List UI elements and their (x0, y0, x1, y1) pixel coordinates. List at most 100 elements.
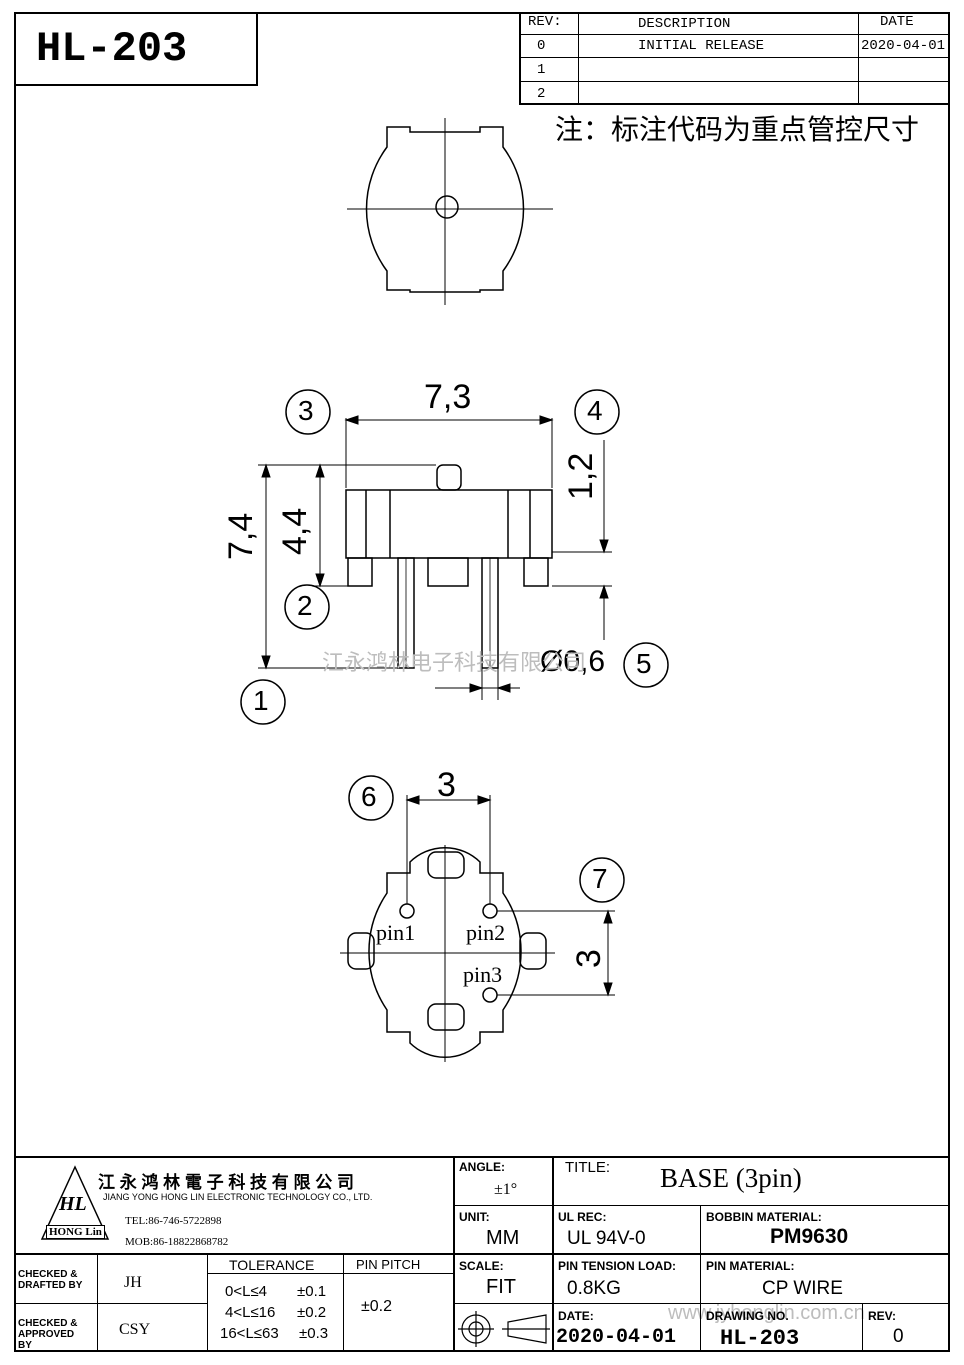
bottom-slot-bottom (427, 1003, 465, 1031)
callout-7-circle (579, 857, 625, 903)
dim-pitch-h: 3 (437, 766, 456, 804)
tolerance-value-2: ±0.3 (299, 1325, 329, 1342)
rev-row-0-description: INITIAL RELEASE (638, 38, 765, 54)
bobbin-label: BOBBIN MATERIAL: (706, 1210, 822, 1224)
drawing-no-value: HL-203 (720, 1326, 800, 1351)
tb-vline-c (700, 1206, 701, 1352)
pin2-hole (482, 903, 498, 919)
pin-material-label: PIN MATERIAL: (706, 1259, 795, 1273)
rev-row-2-rev: 2 (537, 86, 546, 102)
company-mob: MOB:86-18822868782 (125, 1236, 229, 1248)
title-label: TITLE: (565, 1159, 611, 1176)
top-view-outline (365, 126, 525, 293)
callout-4-circle (574, 389, 620, 435)
checked-approved-label: CHECKED & APPROVED BY (18, 1318, 78, 1351)
callout-7: 7 (592, 863, 608, 894)
rev-row-0-rev: 0 (537, 38, 546, 54)
rev-row-1-rev: 1 (537, 62, 546, 78)
title-value: BASE (3pin) (660, 1163, 802, 1193)
ul-value: UL 94V-0 (567, 1228, 646, 1249)
pitch-value: ±0.2 (361, 1298, 393, 1315)
bottom-slot-top (427, 851, 465, 879)
tb-hline-4 (14, 1303, 207, 1304)
unit-label: UNIT: (459, 1210, 490, 1224)
company-name-cn: 江 永 鸿 林 電 子 科 技 有 限 公 司 (98, 1173, 354, 1192)
part-number-title: HL-203 (36, 25, 188, 73)
rev-row-line-3 (519, 81, 950, 82)
tb-hline-3 (453, 1303, 950, 1304)
company-tel: TEL:86-746-5722898 (125, 1215, 222, 1227)
tolerance-value-0: ±0.1 (297, 1283, 327, 1300)
callout-5: 5 (636, 648, 652, 679)
tb-hline-2 (14, 1253, 950, 1255)
tolerance-range-0: 0<L≤4 (225, 1283, 268, 1300)
rev-row-line-2 (519, 57, 950, 58)
rev-label: REV: (868, 1309, 897, 1323)
angle-label: ANGLE: (459, 1160, 505, 1174)
rev-value: 0 (893, 1326, 904, 1347)
checked-drafted-label: CHECKED & DRAFTED BY (18, 1269, 83, 1291)
callout-2: 2 (297, 590, 313, 621)
ul-label: UL REC: (558, 1210, 607, 1224)
pin3-label: pin3 (463, 962, 503, 987)
logo-text: HONG Lin (46, 1225, 105, 1239)
tb-vline-g (343, 1254, 344, 1352)
company-name-en: JIANG YONG HONG LIN ELECTRONIC TECHNOLOG… (103, 1192, 373, 1202)
rev-row-line-1 (519, 34, 950, 35)
part-number-box (14, 12, 258, 86)
dim-pin-dia: Ø0,6 (540, 645, 606, 678)
tolerance-range-2: 16<L≤63 (220, 1325, 279, 1342)
rev-col-line-2 (858, 12, 859, 105)
checked-drafted-value: JH (124, 1274, 142, 1291)
date-label: DATE: (558, 1309, 594, 1323)
rev-row-0-date: 2020-04-01 (861, 38, 946, 54)
tolerance-label: TOLERANCE (229, 1257, 315, 1273)
rev-header-rev: REV: (528, 14, 562, 30)
pin3-hole (482, 987, 498, 1003)
projection-symbol (458, 1311, 550, 1347)
company-logo (40, 1165, 110, 1240)
tb-hline-1 (453, 1205, 950, 1206)
pin1-hole (399, 903, 415, 919)
revision-table (519, 12, 950, 105)
logo-mark: HL (59, 1193, 87, 1215)
control-note: 注：标注代码为重点管控尺寸 (555, 115, 920, 146)
dim-pin-gap: 1,2 (562, 452, 600, 500)
callout-4: 4 (587, 395, 603, 426)
dim-height-total: 7,4 (222, 512, 260, 560)
technical-drawing (240, 118, 669, 1062)
callout-6: 6 (361, 781, 377, 812)
pin2-label: pin2 (466, 920, 506, 945)
tolerance-range-1: 4<L≤16 (225, 1304, 276, 1321)
title-block (14, 1156, 950, 1354)
drawing-no-label: DRAWING NO. (706, 1309, 789, 1323)
pin-material-value: CP WIRE (762, 1278, 843, 1299)
callout-6-circle (348, 775, 394, 821)
top-view-center-hole (435, 195, 459, 219)
bottom-slot-left (347, 932, 375, 970)
unit-value: MM (486, 1227, 520, 1249)
callout-5-circle (623, 642, 669, 688)
tb-vline-f (207, 1254, 208, 1352)
pitch-label: PIN PITCH (356, 1257, 421, 1272)
dim-pitch-v: 3 (570, 949, 608, 968)
dim-height-body: 4,4 (276, 507, 314, 555)
bottom-slot-right (519, 932, 547, 970)
callout-1: 1 (253, 685, 269, 716)
rev-col-line-1 (578, 12, 579, 105)
tb-hline-5 (207, 1273, 453, 1274)
bottom-view-dimensions (405, 795, 615, 997)
bobbin-value: PM9630 (770, 1225, 849, 1248)
scale-label: SCALE: (459, 1259, 504, 1273)
tolerance-value-1: ±0.2 (297, 1304, 327, 1321)
rev-header-date: DATE (880, 14, 914, 30)
callout-3-circle (285, 389, 331, 435)
callout-3: 3 (298, 395, 314, 426)
drawing-frame (14, 12, 950, 1352)
bottom-view-outline (368, 846, 522, 1059)
date-value: 2020-04-01 (556, 1326, 677, 1349)
side-view (345, 464, 553, 669)
side-view-dimensions (258, 415, 612, 700)
callout-2-circle (284, 584, 330, 630)
tb-vline-d (862, 1304, 863, 1352)
